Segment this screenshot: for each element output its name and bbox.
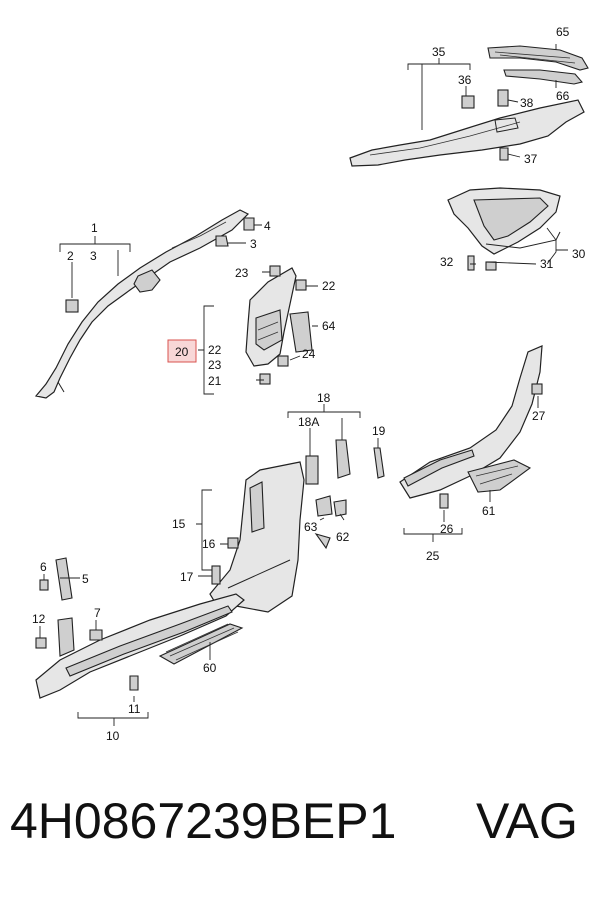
part-group-35 (349, 45, 589, 167)
callout-5: 5 (82, 572, 89, 586)
callout-labels: 65 35 36 38 66 37 30 32 31 1 2 3 4 3 23 … (32, 25, 586, 743)
callout-12: 12 (32, 612, 46, 626)
callout-63: 63 (304, 520, 318, 534)
callout-36: 36 (458, 73, 472, 87)
callout-3-b: 3 (250, 237, 257, 251)
callout-23-b: 23 (208, 358, 222, 372)
callout-35: 35 (432, 45, 446, 59)
brand-label: VAG (476, 793, 578, 849)
part-group-25 (399, 345, 543, 509)
callout-64: 64 (322, 319, 336, 333)
callout-26: 26 (440, 522, 454, 536)
callout-22-a: 22 (322, 279, 336, 293)
callout-3-a: 3 (90, 249, 97, 263)
callout-20: 20 (175, 345, 189, 359)
highlight-box (167, 339, 197, 363)
callout-30: 30 (572, 247, 586, 261)
part-group-1 (34, 209, 255, 399)
callout-15: 15 (172, 517, 186, 531)
part-group-60 (158, 623, 244, 665)
callout-19: 19 (372, 424, 386, 438)
callout-1: 1 (91, 221, 98, 235)
callout-18a: 18A (298, 415, 319, 429)
callout-60: 60 (203, 661, 217, 675)
callout-6: 6 (40, 560, 47, 574)
callout-37: 37 (524, 152, 538, 166)
callout-18: 18 (317, 391, 331, 405)
callout-22-b: 22 (208, 343, 222, 357)
callout-61: 61 (482, 504, 496, 518)
callout-7: 7 (94, 606, 101, 620)
callout-25: 25 (426, 549, 440, 563)
callout-62: 62 (336, 530, 350, 544)
callout-4: 4 (264, 219, 271, 233)
callout-27: 27 (532, 409, 546, 423)
part-group-18 (305, 439, 385, 485)
callout-65: 65 (556, 25, 570, 39)
callout-31: 31 (540, 257, 554, 271)
part-group-20 (245, 265, 313, 385)
callout-17: 17 (180, 570, 194, 584)
callout-38: 38 (520, 96, 534, 110)
callout-23-a: 23 (235, 266, 249, 280)
callout-16: 16 (202, 537, 216, 551)
part-group-10 (35, 557, 245, 699)
part-group-30 (447, 187, 561, 271)
callout-66: 66 (556, 89, 570, 103)
callout-11: 11 (128, 702, 141, 716)
callout-21: 21 (208, 374, 222, 388)
part-group-15 (209, 461, 347, 613)
callout-32: 32 (440, 255, 454, 269)
callout-24: 24 (302, 347, 316, 361)
part-number: 4H0867239BEP1 (10, 793, 397, 849)
callout-2: 2 (67, 249, 74, 263)
callout-10: 10 (106, 729, 120, 743)
